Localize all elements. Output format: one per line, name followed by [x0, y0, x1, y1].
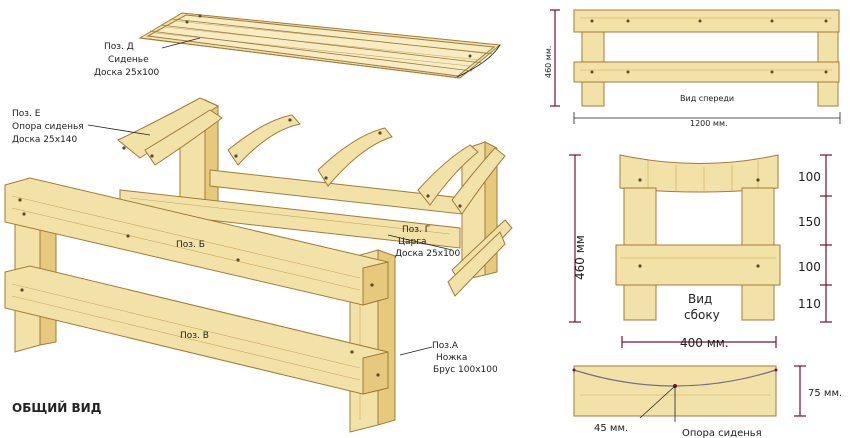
general-view-title: ОБЩИЙ ВИД: [12, 400, 101, 415]
label-poz-e-name: Опора сиденья: [12, 122, 84, 132]
label-poz-a-size: Брус 100х100: [433, 365, 498, 375]
back-rail: [119, 169, 463, 249]
label-poz-g-size: Доска 25х100: [395, 249, 461, 259]
label-poz-a-name: Ножка: [436, 353, 467, 363]
front-upper-rail: [4, 177, 389, 306]
side-seg-4: 110: [798, 297, 821, 311]
side-view: 460 мм 100 150 100 110 400 мм. Вид сбоку: [569, 154, 832, 350]
side-seg-3: 100: [798, 260, 821, 274]
label-poz-d: Поз. Д: [104, 42, 134, 52]
side-view-title-1: Вид: [688, 292, 712, 306]
front-view: 460 мм. 1200 мм. Вид спереди: [544, 9, 841, 128]
side-view-title-2: сбоку: [684, 308, 720, 322]
label-poz-g-name: Царга: [398, 237, 426, 247]
label-poz-d-name: Сиденье: [108, 55, 149, 65]
front-view-title: Вид спереди: [680, 94, 734, 103]
support-sag-label: 45 мм.: [594, 423, 628, 434]
side-seg-1: 100: [798, 170, 821, 184]
label-poz-v: Поз. В: [180, 331, 209, 341]
label-poz-e-size: Доска 25х140: [12, 135, 78, 145]
side-height-label: 460 мм: [573, 235, 587, 280]
front-height-label: 460 мм.: [544, 46, 553, 78]
side-width-label: 400 мм.: [680, 336, 729, 350]
label-poz-g: Поз. Г: [402, 225, 430, 235]
general-view: Поз. Д Сиденье Доска 25х100 Поз. Е Опора…: [4, 12, 513, 433]
label-poz-a: Поз.А: [432, 341, 459, 351]
seat-supports: [117, 97, 506, 215]
front-width-label: 1200 мм.: [690, 119, 728, 128]
label-poz-e: Поз. Е: [12, 109, 41, 119]
side-rail-right: [447, 219, 513, 297]
label-poz-d-size: Доска 25х100: [94, 68, 160, 78]
side-seg-2: 150: [798, 215, 821, 229]
support-height-label: 75 мм.: [808, 388, 842, 399]
support-detail: 75 мм. 45 мм. Опора сиденья: [572, 365, 842, 438]
front-lower-rail: [4, 265, 389, 395]
label-poz-b: Поз. Б: [176, 240, 205, 250]
support-caption: Опора сиденья: [682, 428, 762, 438]
seat-boards: [138, 12, 502, 79]
